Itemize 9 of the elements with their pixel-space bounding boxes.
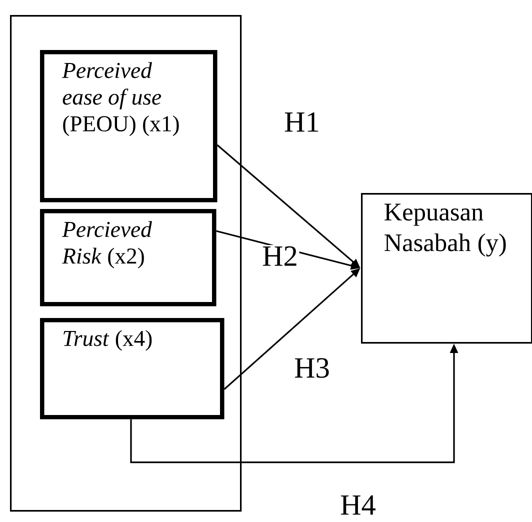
variable-box: Perceived ease of use (PEOU) (x1)	[40, 50, 218, 202]
variable-box: Kepuasan Nasabah (y)	[361, 193, 532, 344]
edge-label: H2	[260, 244, 300, 268]
edge-label: H1	[282, 110, 322, 134]
edge-label: H4	[338, 494, 378, 516]
group-box	[10, 15, 242, 512]
variable-box: Percieved Risk (x2)	[40, 209, 216, 306]
variable-box: Trust (x4)	[40, 318, 224, 420]
edge-label: H3	[292, 356, 332, 380]
